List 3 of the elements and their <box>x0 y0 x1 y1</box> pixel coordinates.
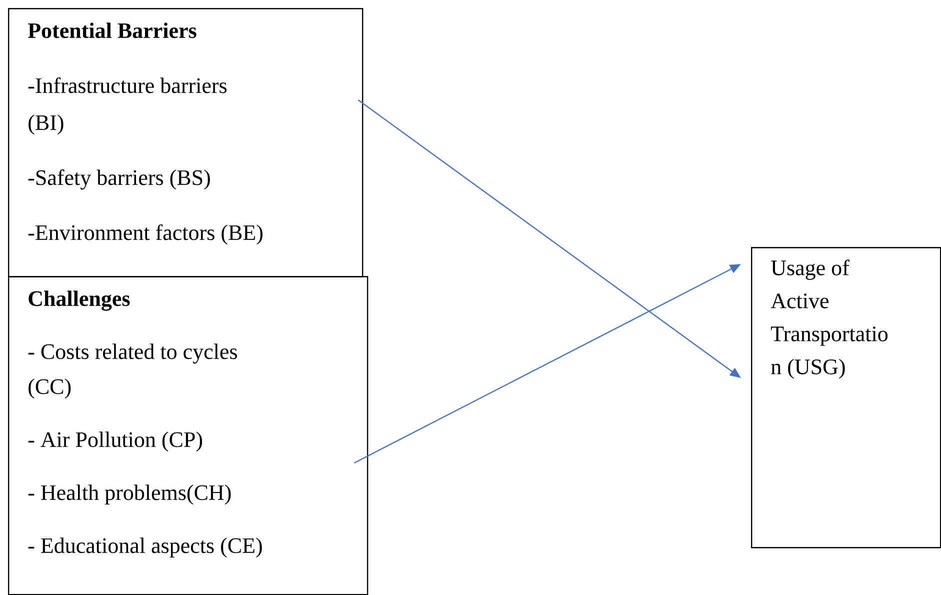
text-box: Usage of Active Transportatio n (USG) <box>751 247 941 548</box>
text-box: Potential Barriers -Infrastructure barriers (BI) -Safety barriers (BS) -Environment factors (BE) <box>8 8 364 278</box>
text-box: Challenges - Costs related to cycles (CC) - Air Pollution (CP) - Health problems(CH) - Educational aspects (CE) <box>8 276 368 595</box>
